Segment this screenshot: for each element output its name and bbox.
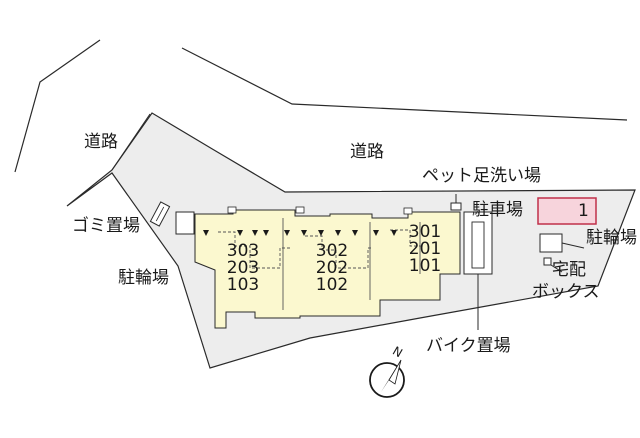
compass-needle-light — [388, 359, 402, 385]
motorbike-parking-label: バイク置場 — [426, 336, 511, 356]
entrance-marker — [237, 230, 243, 236]
delivery-box-leader — [550, 264, 563, 273]
site-lot-inner-edge — [111, 113, 151, 171]
entrance-marker — [373, 230, 379, 236]
entrance-marker — [252, 230, 258, 236]
building — [194, 209, 461, 329]
unit-number: 203 — [226, 258, 260, 278]
pet-foot-wash-label: ペット足洗い場 — [422, 166, 541, 186]
unit-number: 102 — [315, 275, 349, 295]
delivery-box-label-line2: ボックス — [532, 282, 600, 302]
road-label-left: 道路 — [84, 132, 118, 152]
entrance-marker — [284, 230, 290, 236]
unit-number: 103 — [226, 275, 260, 295]
pet-foot-wash-station — [450, 202, 462, 211]
building-partition-2 — [305, 235, 372, 269]
building-partition-1 — [218, 231, 290, 269]
unit-number: 301 — [408, 222, 442, 242]
parking-label: 駐車場 — [472, 200, 523, 220]
entrance-marker — [352, 230, 358, 236]
building-notch-1 — [227, 206, 237, 214]
unit-number: 101 — [408, 256, 442, 276]
delivery-box-label-line1: 宅配 — [552, 260, 586, 280]
unit-number: 303 — [226, 241, 260, 261]
entrance-marker — [335, 230, 341, 236]
entrance-marker — [203, 230, 209, 236]
bicycle-right-leader — [561, 242, 585, 249]
garbage-label: ゴミ置場 — [72, 216, 140, 236]
motorbike-parking-inner — [471, 221, 485, 269]
entrance-marker — [318, 230, 324, 236]
compass — [369, 359, 405, 398]
parking-space-1 — [537, 197, 597, 225]
bicycle-parking-left-label: 駐輪場 — [118, 268, 169, 288]
unit-stack-middle: 302 202 102 — [310, 243, 354, 294]
parking-space-number: 1 — [578, 201, 589, 221]
unit-number: 202 — [315, 258, 349, 278]
garbage-station-divider — [155, 206, 165, 222]
unit-stack-right: 301 201 101 — [403, 224, 447, 275]
bicycle-parking-left — [175, 211, 195, 235]
building-notch-3 — [403, 207, 413, 215]
bicycle-parking-right-label: 駐輪場 — [586, 228, 637, 248]
delivery-box — [543, 257, 552, 266]
entrance-marker — [301, 230, 307, 236]
unit-stack-left: 303 203 103 — [221, 243, 265, 294]
unit-number: 302 — [315, 241, 349, 261]
road-label-top: 道路 — [350, 142, 384, 162]
entrance-marker — [391, 230, 397, 236]
building-notch-2 — [295, 206, 305, 214]
road-boundary-top — [181, 47, 628, 121]
road-boundary-left — [14, 39, 101, 173]
building-partition-3 — [390, 229, 424, 247]
unit-number: 201 — [408, 239, 442, 259]
entrance-marker — [263, 230, 269, 236]
bicycle-parking-right — [539, 233, 563, 253]
entrance-markers — [203, 230, 397, 236]
